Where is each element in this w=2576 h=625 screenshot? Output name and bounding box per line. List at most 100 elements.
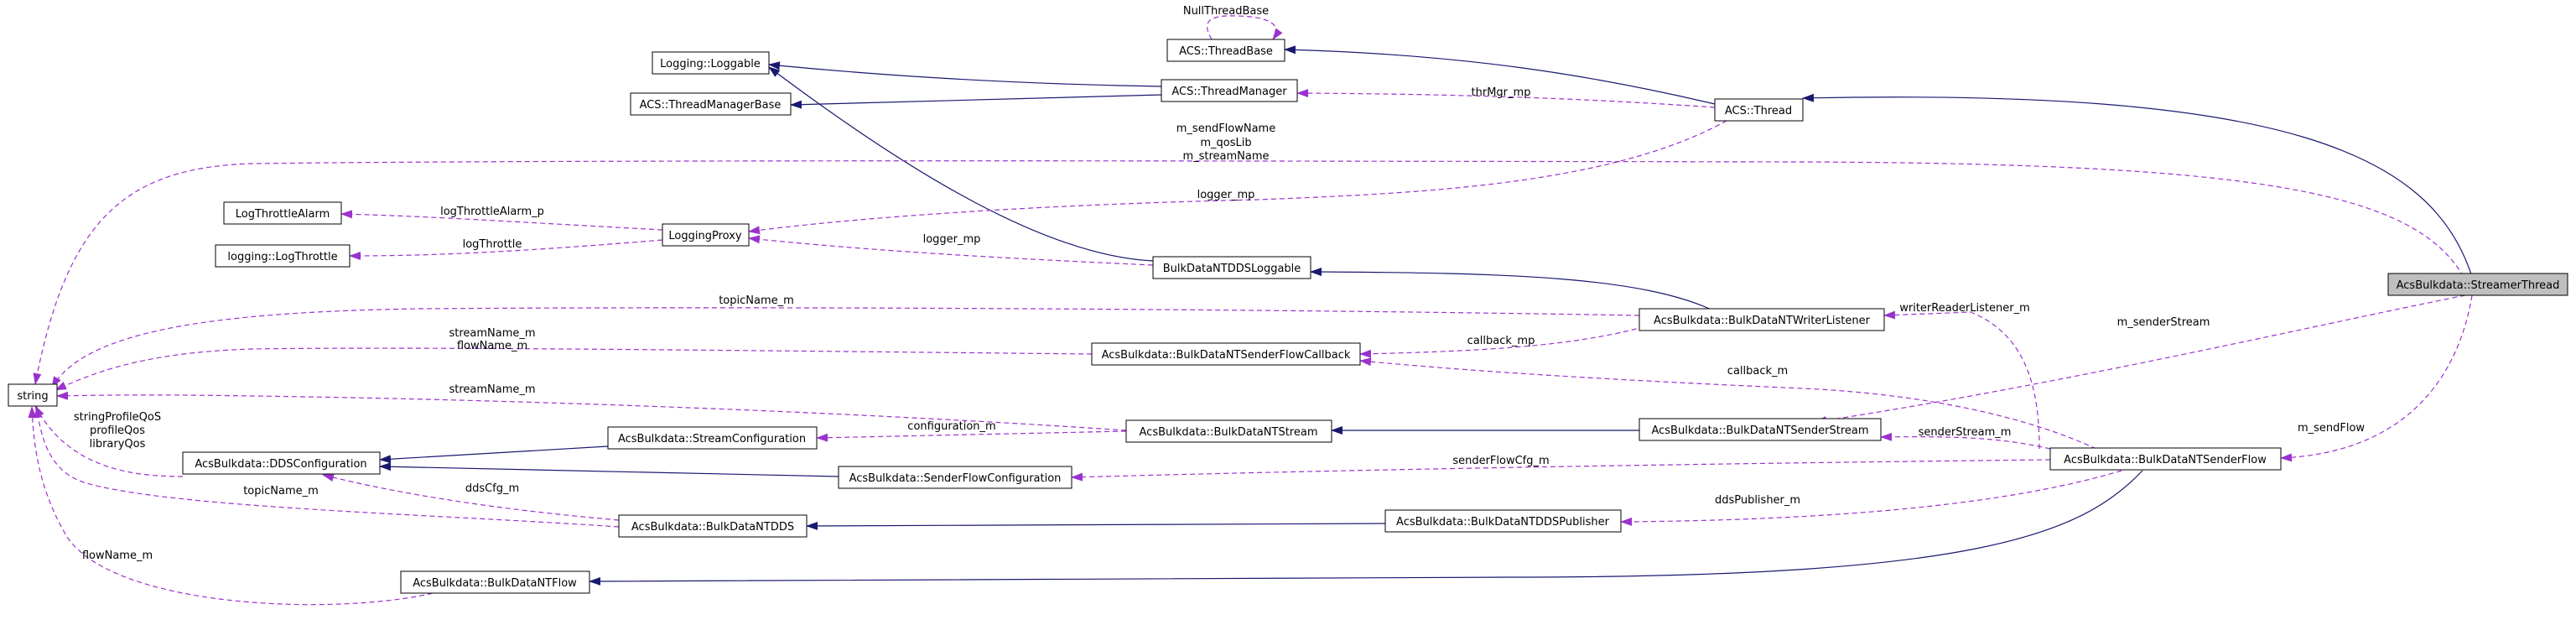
node-nt-stream[interactable]: AcsBulkdata::BulkDataNTStream xyxy=(1125,419,1332,443)
label-dds-publisher-m: ddsPublisher_m xyxy=(1715,494,1800,507)
edge-streamerthread-senderstream xyxy=(1815,294,2466,425)
node-loggable[interactable]: Logging::Loggable xyxy=(652,51,770,75)
edge-ntdds-string xyxy=(34,406,620,528)
edge-ntdds-ddsconfig xyxy=(322,473,620,521)
label-m-send-flow: m_sendFlow xyxy=(2298,422,2365,435)
svg-text:logging::LogThrottle: logging::LogThrottle xyxy=(227,251,337,263)
edge-ntstream-streamconfig xyxy=(816,430,1127,442)
svg-text:AcsBulkdata::BulkDataNTFlow: AcsBulkdata::BulkDataNTFlow xyxy=(413,577,577,590)
label-flow-name-m-cb: flowName_m xyxy=(457,340,527,352)
label-topic-name-m-dds: topicName_m xyxy=(243,485,319,497)
label-topic-name-m-listener: topicName_m xyxy=(719,294,794,307)
label-m-sender-stream: m_senderStream xyxy=(2117,316,2210,329)
node-nt-dds[interactable]: AcsBulkdata::BulkDataNTDDS xyxy=(618,514,808,538)
svg-text:AcsBulkdata::StreamerThread: AcsBulkdata::StreamerThread xyxy=(2397,279,2560,292)
label-stream-name-m-cb: streamName_m xyxy=(449,327,535,340)
label-m-stream-name: m_streamName xyxy=(1182,150,1269,163)
edge-loggingproxy-logthrottlealarm xyxy=(340,210,663,231)
label-logger-mp-thread: logger_mp xyxy=(1197,189,1255,201)
nodes: Logging::Loggable ACS::ThreadBase ACS::T… xyxy=(8,39,2568,594)
edge-ddspublisher-ntdds xyxy=(806,521,1386,530)
node-dds-publisher[interactable]: AcsBulkdata::BulkDataNTDDSPublisher xyxy=(1384,509,1622,533)
svg-text:LoggingProxy: LoggingProxy xyxy=(668,230,741,242)
node-streamer-thread[interactable]: AcsBulkdata::StreamerThread xyxy=(2387,273,2568,296)
edge-senderflow-sendercallback xyxy=(1359,357,2097,450)
edge-writerlistener-ddsloggable xyxy=(1310,268,1716,312)
label-profile-qos: profileQos xyxy=(90,424,145,437)
label-callback-m: callback_m xyxy=(1727,365,1788,378)
node-sender-flow-callback[interactable]: AcsBulkdata::BulkDataNTSenderFlowCallbac… xyxy=(1091,342,1361,366)
svg-text:AcsBulkdata::DDSConfiguration: AcsBulkdata::DDSConfiguration xyxy=(195,458,366,471)
node-thread-manager-base[interactable]: ACS::ThreadManagerBase xyxy=(630,92,792,116)
node-string[interactable]: string xyxy=(8,383,58,407)
svg-text:AcsBulkdata::SenderFlowConfigu: AcsBulkdata::SenderFlowConfiguration xyxy=(849,472,1062,485)
node-sender-stream[interactable]: AcsBulkdata::BulkDataNTSenderStream xyxy=(1639,418,1882,441)
inheritance-edges xyxy=(379,45,2473,586)
node-thread[interactable]: ACS::Thread xyxy=(1714,98,1804,122)
edge-senderflow-ntflow xyxy=(589,470,2143,586)
label-log-throttle: logThrottle xyxy=(463,238,522,251)
edge-threadmanager-threadmanagerbase xyxy=(790,94,1162,109)
svg-text:AcsBulkdata::StreamConfigurati: AcsBulkdata::StreamConfiguration xyxy=(618,433,806,445)
edge-ntstream-string xyxy=(56,391,1127,431)
label-dds-cfg-m: ddsCfg_m xyxy=(465,482,519,495)
svg-text:string: string xyxy=(17,390,48,403)
svg-text:AcsBulkdata::BulkDataNTStream: AcsBulkdata::BulkDataNTStream xyxy=(1140,426,1318,439)
svg-text:ACS::Thread: ACS::Thread xyxy=(1725,105,1792,117)
edge-ntflow-string xyxy=(28,406,449,606)
edge-writerlistener-string xyxy=(51,307,1640,388)
label-flow-name-m: flowName_m xyxy=(82,549,153,562)
label-string-profile-qos: stringProfileQoS xyxy=(74,411,161,424)
label-null-thread-base: NullThreadBase xyxy=(1183,5,1269,18)
edge-threadbase-self xyxy=(1207,15,1283,40)
svg-text:AcsBulkdata::BulkDataNTWriterL: AcsBulkdata::BulkDataNTWriterListener xyxy=(1654,315,1871,327)
svg-text:AcsBulkdata::BulkDataNTDDSPubl: AcsBulkdata::BulkDataNTDDSPublisher xyxy=(1396,516,1610,529)
label-logger-mp-dds: logger_mp xyxy=(923,233,981,246)
node-sender-flow-configuration[interactable]: AcsBulkdata::SenderFlowConfiguration xyxy=(838,466,1072,489)
edge-writerlistener-sendercallback xyxy=(1359,319,1670,358)
node-dds-configuration[interactable]: AcsBulkdata::DDSConfiguration xyxy=(182,451,381,475)
label-configuration-m: configuration_m xyxy=(907,420,995,433)
node-log-throttle[interactable]: logging::LogThrottle xyxy=(215,244,351,268)
node-thread-base[interactable]: ACS::ThreadBase xyxy=(1166,39,1285,62)
svg-text:AcsBulkdata::BulkDataNTSenderS: AcsBulkdata::BulkDataNTSenderStream xyxy=(1651,424,1868,437)
svg-text:ACS::ThreadManagerBase: ACS::ThreadManagerBase xyxy=(640,99,782,112)
label-sender-flow-cfg-m: senderFlowCfg_m xyxy=(1452,455,1549,467)
edge-ddsloggable-loggable xyxy=(768,66,1154,262)
edge-senderflowconfig-ddsconfig xyxy=(379,462,839,477)
svg-text:Logging::Loggable: Logging::Loggable xyxy=(660,58,761,70)
edge-senderflow-senderflowconfig xyxy=(1071,459,2051,482)
node-nt-flow[interactable]: AcsBulkdata::BulkDataNTFlow xyxy=(400,570,590,594)
edge-thread-threadbase xyxy=(1284,45,1716,105)
edge-streamconfig-ddsconfig xyxy=(379,445,609,464)
label-library-qos: libraryQos xyxy=(90,438,146,451)
svg-text:BulkDataNTDDSLoggable: BulkDataNTDDSLoggable xyxy=(1163,263,1301,275)
label-log-throttle-alarm-p: logThrottleAlarm_p xyxy=(440,206,544,218)
node-log-throttle-alarm[interactable]: LogThrottleAlarm xyxy=(223,201,342,225)
edge-thread-loggingproxy xyxy=(748,107,1749,235)
svg-text:AcsBulkdata::BulkDataNTSenderF: AcsBulkdata::BulkDataNTSenderFlow xyxy=(2064,454,2267,466)
edge-streamerthread-senderflow xyxy=(2280,294,2473,462)
label-m-send-flow-name: m_sendFlowName xyxy=(1176,122,1275,135)
edge-labels: NullThreadBase thrMgr_mp m_sendFlowName … xyxy=(74,5,2366,562)
edge-senderflow-senderstream xyxy=(1880,432,2051,450)
node-writer-listener[interactable]: AcsBulkdata::BulkDataNTWriterListener xyxy=(1639,308,1885,331)
label-callback-mp: callback_mp xyxy=(1467,335,1535,347)
edge-senderflow-ddspublisher xyxy=(1620,470,2122,526)
svg-text:AcsBulkdata::BulkDataNTDDS: AcsBulkdata::BulkDataNTDDS xyxy=(631,521,794,534)
node-sender-flow[interactable]: AcsBulkdata::BulkDataNTSenderFlow xyxy=(2049,447,2282,471)
label-thr-mgr-mp: thrMgr_mp xyxy=(1472,86,1531,99)
label-stream-name-m-stream: streamName_m xyxy=(449,383,535,396)
node-thread-manager[interactable]: ACS::ThreadManager xyxy=(1161,79,1298,102)
node-stream-configuration[interactable]: AcsBulkdata::StreamConfiguration xyxy=(607,426,818,450)
label-m-qos-lib: m_qosLib xyxy=(1200,137,1251,149)
svg-text:ACS::ThreadBase: ACS::ThreadBase xyxy=(1179,45,1273,58)
node-logging-proxy[interactable]: LoggingProxy xyxy=(662,223,750,247)
edge-ddsconfig-string xyxy=(34,405,184,477)
edge-thread-threadmanager xyxy=(1296,89,1716,108)
edge-threadmanager-loggable xyxy=(768,61,1162,87)
edge-loggingproxy-logthrottle xyxy=(349,239,663,260)
node-dds-loggable[interactable]: BulkDataNTDDSLoggable xyxy=(1152,256,1311,279)
edge-ddsloggable-loggingproxy xyxy=(748,235,1154,266)
